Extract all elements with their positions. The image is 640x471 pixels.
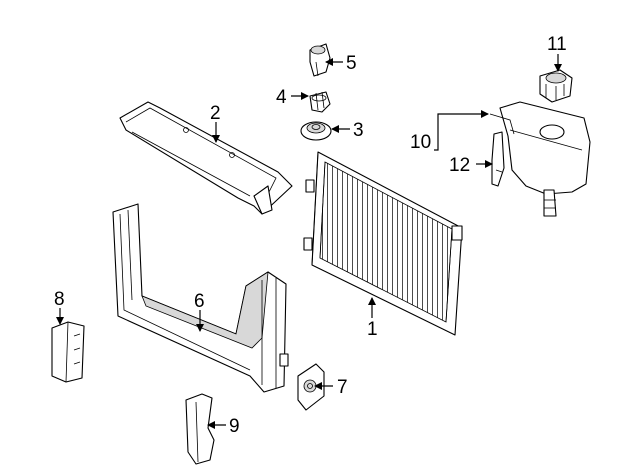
radiator-part bbox=[303, 151, 463, 336]
callout-9: 9 bbox=[229, 416, 240, 437]
air-guide-lower-part bbox=[185, 393, 215, 465]
callout-3: 3 bbox=[353, 120, 364, 141]
callout-1: 1 bbox=[367, 319, 378, 340]
sensor-part bbox=[491, 131, 505, 187]
bushing-part bbox=[300, 121, 332, 141]
air-guide-left-part bbox=[51, 321, 85, 383]
shroud-frame-part bbox=[112, 203, 289, 393]
upper-mount-part bbox=[309, 43, 331, 77]
callout-7: 7 bbox=[337, 377, 348, 398]
mount-part bbox=[309, 91, 331, 113]
callout-2: 2 bbox=[210, 103, 221, 124]
callout-10: 10 bbox=[410, 132, 431, 153]
leader-10 bbox=[434, 110, 489, 151]
upper-support-bracket-part bbox=[119, 101, 293, 215]
callout-4: 4 bbox=[276, 87, 287, 108]
expansion-tank-part bbox=[489, 101, 591, 217]
callout-8: 8 bbox=[54, 289, 65, 310]
callout-5: 5 bbox=[346, 53, 357, 74]
callout-11: 11 bbox=[547, 34, 567, 55]
bracket-mount-part bbox=[297, 363, 325, 411]
callout-12: 12 bbox=[449, 155, 470, 176]
callout-6: 6 bbox=[194, 291, 205, 312]
cap-part bbox=[539, 69, 573, 103]
